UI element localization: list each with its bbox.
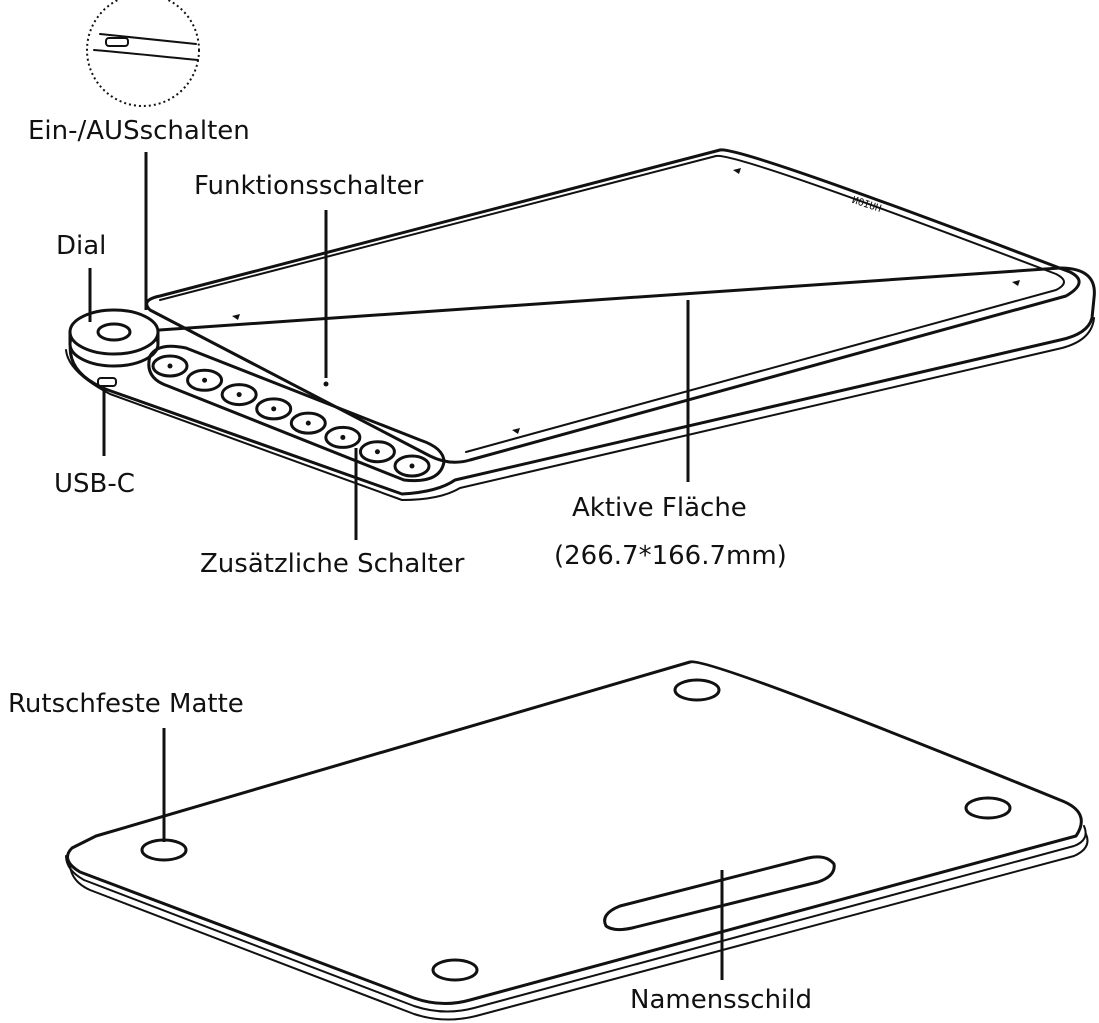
extra-button [393,454,431,478]
extra-button [358,440,396,464]
extra-button [151,354,189,378]
extra-button [324,425,362,449]
extra-button [186,368,224,392]
extra-button [220,383,258,407]
tablet-bottom-view [65,660,1089,1021]
dial-knob [68,308,160,368]
name-plate [603,855,836,932]
extra-button [289,411,327,435]
label-extra-buttons: Zusätzliche Schalter [200,549,465,579]
label-name-plate: Namensschild [630,985,812,1015]
brand-mark: HUION [850,195,882,215]
label-usb-c: USB-C [54,469,135,499]
usb-c-port [97,377,117,387]
label-dial: Dial [56,231,107,261]
leader-lines [88,152,724,980]
label-active-area-size: (266.7*166.7mm) [554,541,787,571]
extra-button-strip [147,344,446,483]
tablet-top-view: HUION [65,148,1096,501]
extra-button [255,397,293,421]
label-function-switch: Funktionsschalter [194,171,424,201]
power-switch-zoom-circle [86,0,200,107]
label-anti-slip-mat: Rutschfeste Matte [8,689,244,719]
label-power-switch: Ein-/AUSschalten [28,116,250,146]
label-active-area: Aktive Fläche [572,493,747,523]
